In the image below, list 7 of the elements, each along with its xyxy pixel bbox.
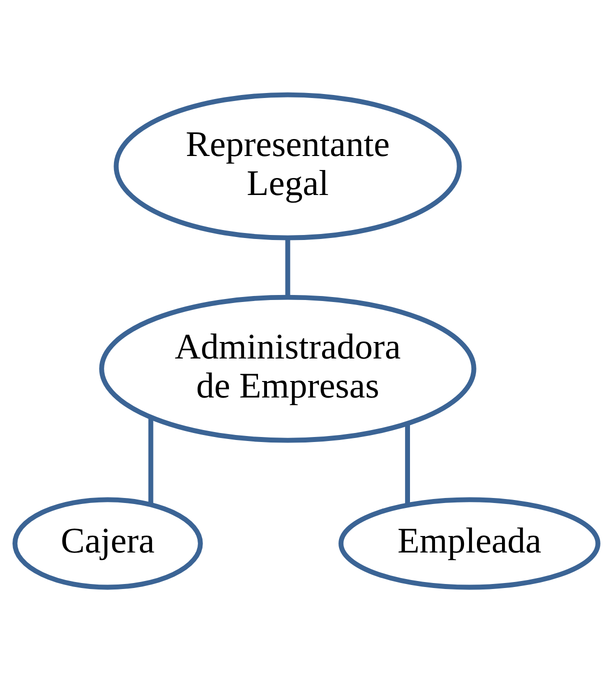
connector: [405, 424, 410, 504]
node-ellipse: Cajera: [12, 496, 203, 590]
node-ellipse: Administradora de Empresas: [99, 294, 476, 442]
connector: [148, 417, 154, 504]
connector: [285, 238, 290, 296]
node-ellipse: Representante Legal: [114, 92, 462, 240]
node-ellipse: Empleada: [338, 496, 600, 590]
